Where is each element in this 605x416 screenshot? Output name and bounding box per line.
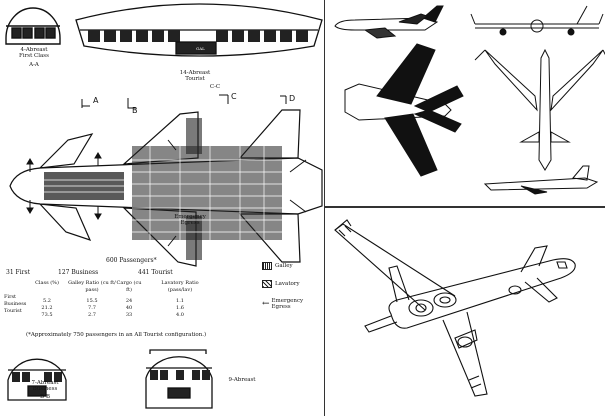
section-d-cross-section [145,349,213,409]
seating-rows [44,118,282,260]
perspective-aircraft [334,219,576,397]
cabin-layout-panel: A B C D 4-Abreast First Class A-A 14-Abr… [4,3,323,409]
row-labels: First Business Tourist [4,294,27,314]
galley-icon [262,262,272,270]
cabin-layout-drawing [5,3,323,409]
emergency-egress-arrows [26,139,307,247]
perspective-panel [325,208,605,416]
header-lavatory: Lavatory Ratio (pass/lav) [161,280,199,293]
marker-c: C [231,92,237,101]
section-b-caption: 7-Abreast Business B-B [31,380,59,400]
galley-label-c: GAL [196,46,205,51]
marker-d: D [289,94,296,103]
section-a-cross-section [5,7,61,45]
seat-grid [44,146,282,240]
plan-view-black-wing [344,43,464,177]
perspective-drawing [334,219,576,397]
class-count-business: 127 Business [58,269,99,276]
legend-lavatory: Lavatory [262,280,300,288]
emergency-egress-label: Emergency Egress [174,214,206,226]
section-markers [81,94,287,109]
plan-view-forward-swept [474,48,605,171]
lavatory-icon [262,280,272,288]
passenger-total: 600 Passengers* [106,257,157,264]
marker-b: B [132,106,138,115]
legend-galley: Galley [262,262,293,270]
header-cargo: Cargo (cu ft) [116,280,142,293]
three-view-panel [325,0,605,206]
side-view-aircraft [334,5,444,39]
three-view-drawing [334,5,605,195]
front-view-aircraft [470,5,604,36]
section-c-caption: 14-Abreast Tourist C-C [179,70,221,90]
header-class: Class (%) [35,280,59,286]
section-a-caption: 4-Abreast First Class A-A [19,47,49,68]
class-count-tourist: 441 Tourist [138,269,173,276]
class-count-first: 31 First [6,269,30,276]
section-c-cross-section [75,3,323,57]
horizontal-divider [325,206,605,208]
section-b-cross-section [7,358,67,401]
section-d-caption: 9-Abreast [228,377,256,383]
marker-a: A [93,96,99,105]
emergency-egress-arrow-icon: ← [262,299,270,309]
side-view-small-aircraft [483,165,599,195]
header-galley: Galley Ratio (cu ft/ pass) [68,280,116,293]
ratio-table: First Business Tourist Class (%) Galley … [4,280,214,326]
footnote: (*Approximately 750 passengers in an All… [26,332,207,338]
legend-egress: ← Emergency Egress [262,298,304,310]
